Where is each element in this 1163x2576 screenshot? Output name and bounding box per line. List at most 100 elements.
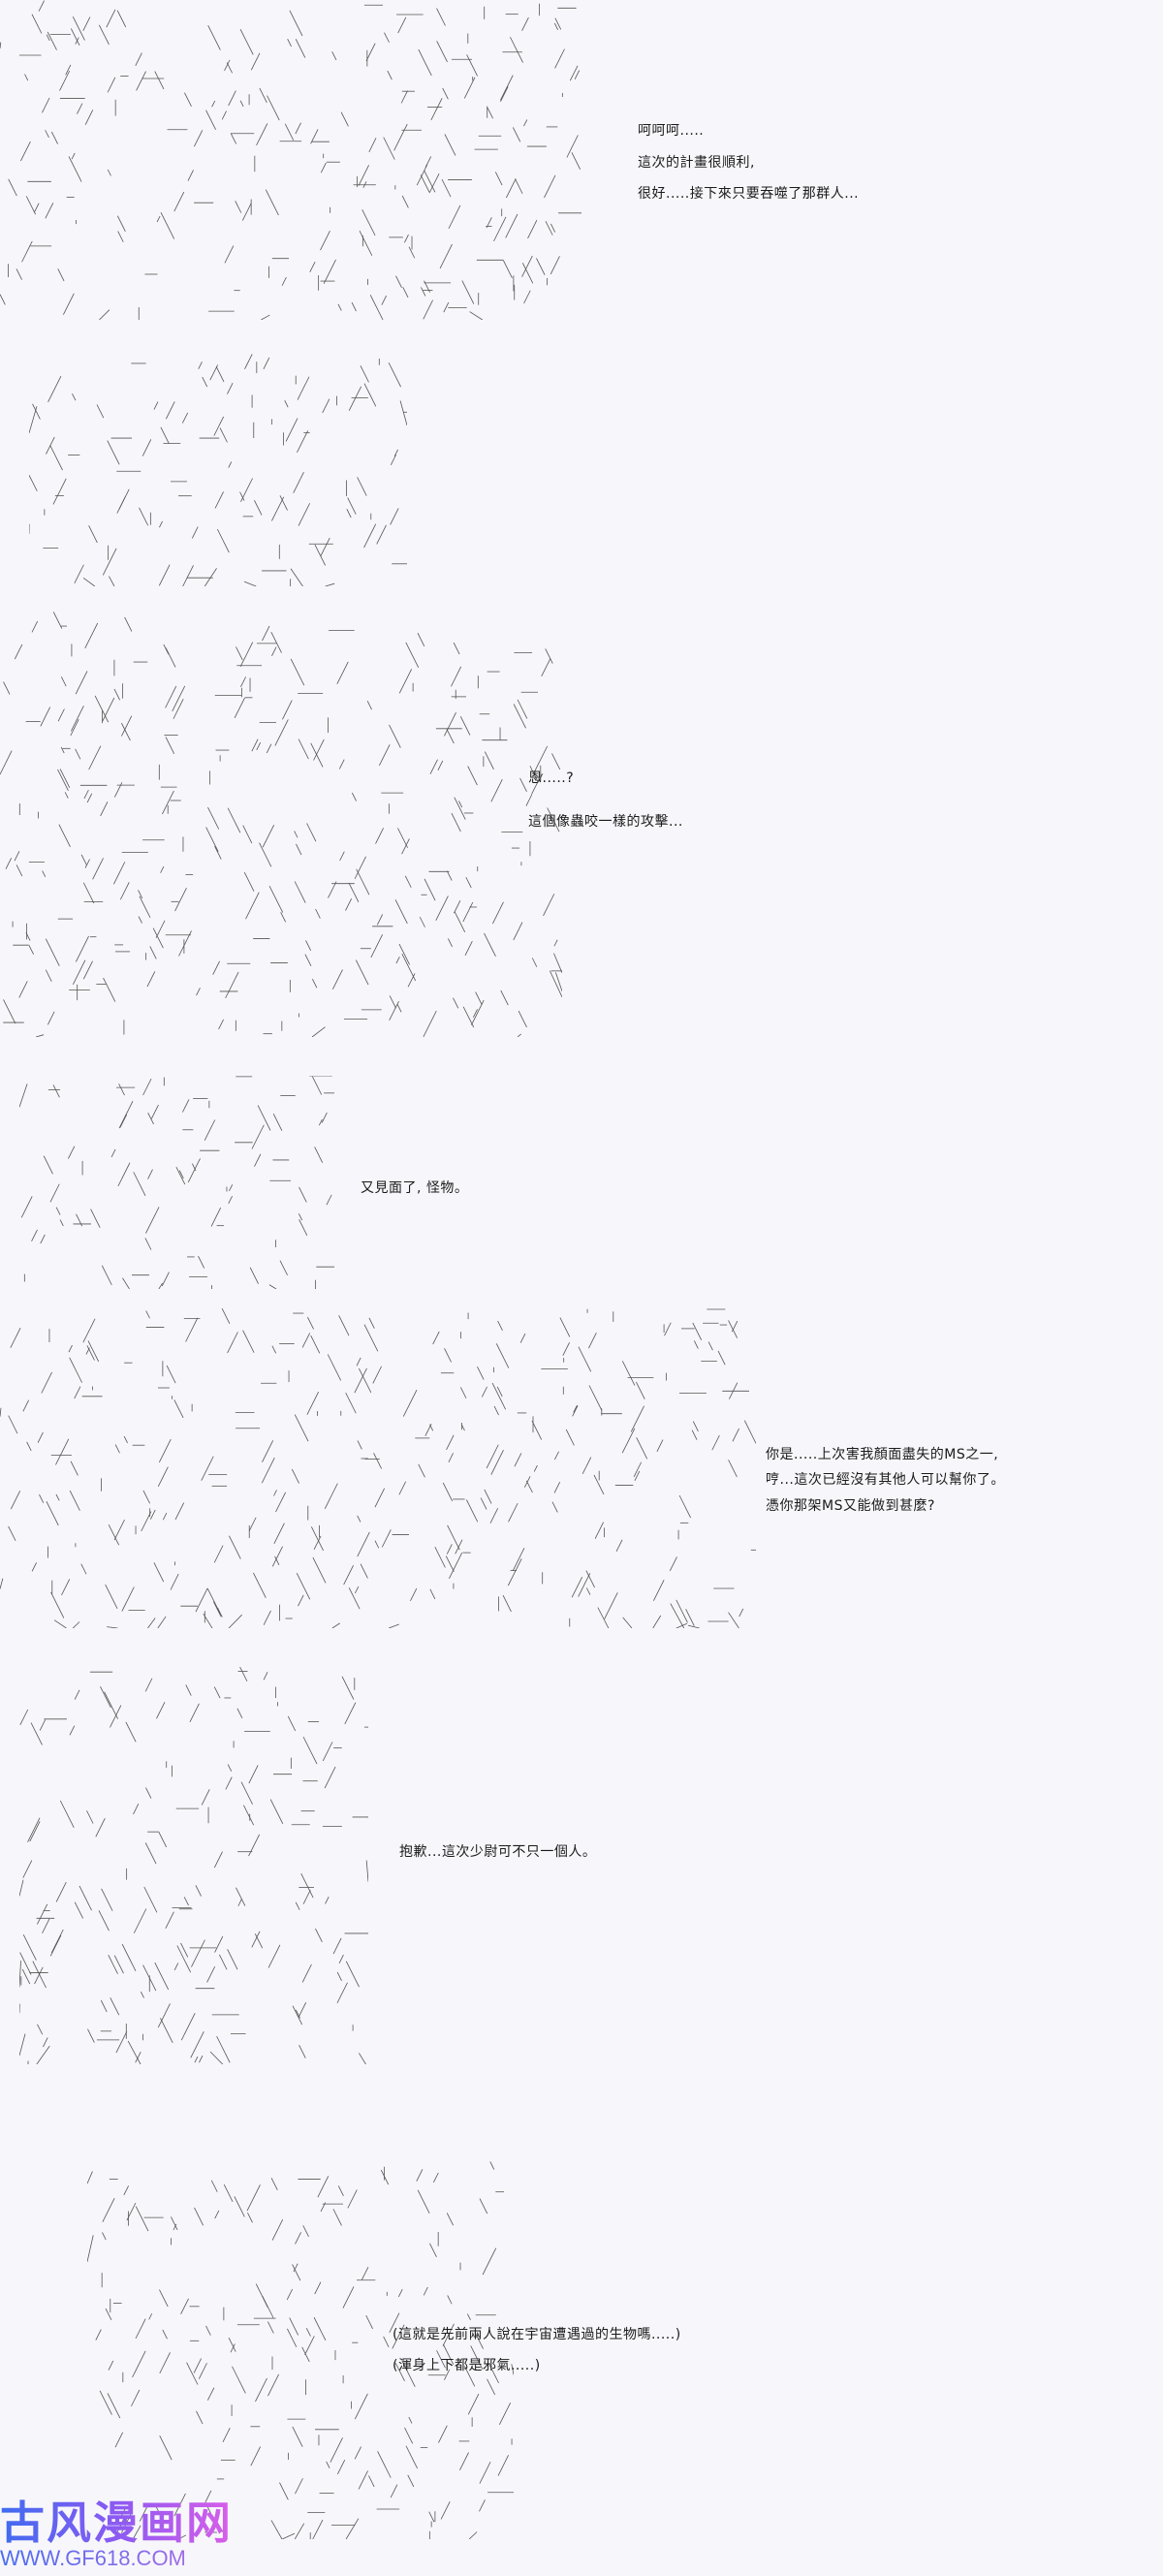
art-stroke — [378, 744, 391, 767]
art-stroke — [82, 1318, 96, 1343]
art-stroke — [429, 1588, 436, 1600]
art-stroke — [299, 1186, 307, 1203]
art-stroke — [65, 64, 72, 76]
art-stroke — [311, 1026, 326, 1037]
art-stroke — [519, 1333, 526, 1343]
ascii-art-pilot-face — [87, 2161, 514, 2539]
art-stroke — [68, 1146, 76, 1159]
art-stroke — [497, 1320, 503, 1331]
art-stroke — [459, 1387, 467, 1398]
art-stroke — [0, 750, 13, 775]
art-stroke — [192, 1163, 197, 1172]
art-stroke — [230, 2343, 236, 2353]
art-stroke — [354, 2446, 361, 2460]
art-stroke — [228, 90, 236, 107]
art-stroke — [515, 178, 523, 194]
art-stroke — [224, 59, 231, 72]
art-stroke — [428, 173, 440, 194]
art-stroke — [104, 1691, 118, 1719]
art-stroke — [8, 1525, 16, 1542]
art-stroke — [497, 2455, 509, 2476]
art-stroke — [439, 243, 453, 269]
art-stroke — [165, 647, 176, 668]
art-stroke — [430, 98, 443, 121]
art-stroke — [225, 1776, 233, 1790]
art-stroke — [57, 769, 69, 791]
art-stroke — [304, 2336, 315, 2356]
art-stroke — [366, 701, 372, 710]
dialogue-line: (這就是先前兩人說在宇宙遭遇過的生物嗎.....) — [393, 2327, 681, 2342]
art-stroke — [133, 1172, 146, 1196]
art-stroke — [37, 1431, 44, 1443]
art-stroke — [190, 2030, 204, 2058]
art-stroke — [554, 17, 562, 30]
art-stroke — [232, 2366, 246, 2394]
art-stroke — [664, 1322, 672, 1336]
art-stroke — [50, 1591, 65, 1618]
art-stroke — [311, 978, 318, 989]
art-stroke — [156, 215, 161, 223]
art-stroke — [5, 858, 13, 869]
art-stroke — [553, 22, 559, 30]
art-stroke — [469, 311, 483, 320]
art-stroke — [214, 2210, 220, 2219]
art-stroke — [440, 2501, 451, 2520]
art-stroke — [418, 48, 432, 77]
art-stroke — [187, 1158, 201, 1183]
art-stroke — [728, 1320, 739, 1338]
art-stroke — [325, 1897, 330, 1904]
art-stroke — [227, 1949, 238, 1970]
art-stroke — [126, 2202, 137, 2221]
art-stroke — [173, 698, 184, 719]
art-stroke — [296, 843, 302, 856]
art-stroke — [0, 42, 2, 49]
art-stroke — [107, 1626, 118, 1628]
art-stroke — [502, 1594, 512, 1613]
art-stroke — [194, 2056, 199, 2063]
art-stroke — [144, 1238, 152, 1250]
art-stroke — [244, 354, 253, 369]
art-stroke — [29, 475, 38, 491]
art-stroke — [176, 1945, 192, 1973]
art-stroke — [162, 790, 174, 815]
art-stroke — [98, 24, 110, 46]
art-stroke — [251, 1124, 265, 1149]
art-stroke — [99, 309, 110, 320]
ascii-art-monster-body — [0, 611, 562, 1037]
art-stroke — [154, 71, 165, 90]
art-stroke — [173, 191, 185, 212]
art-stroke — [49, 1934, 62, 1957]
art-stroke — [216, 528, 230, 553]
art-stroke — [47, 1011, 55, 1025]
art-stroke — [239, 1667, 248, 1681]
art-stroke — [553, 953, 562, 973]
art-stroke — [707, 1341, 713, 1351]
art-stroke — [390, 2484, 398, 2498]
art-stroke — [211, 100, 216, 108]
art-stroke — [390, 454, 396, 465]
art-stroke — [272, 1114, 283, 1131]
art-stroke — [207, 24, 221, 50]
art-stroke — [182, 565, 194, 586]
art-stroke — [398, 1481, 407, 1495]
art-stroke — [393, 123, 408, 151]
art-stroke — [345, 2518, 360, 2539]
art-stroke — [273, 1523, 285, 1544]
art-stroke — [363, 383, 377, 407]
art-stroke — [459, 716, 471, 736]
art-stroke — [477, 1367, 485, 1380]
art-stroke — [82, 882, 95, 904]
art-stroke — [263, 357, 270, 370]
art-stroke — [368, 138, 377, 152]
art-stroke — [711, 1434, 720, 1451]
art-stroke — [247, 2212, 253, 2223]
art-stroke — [28, 944, 34, 955]
art-stroke — [510, 37, 523, 63]
art-stroke — [261, 314, 270, 320]
art-stroke — [337, 2185, 344, 2196]
art-stroke — [448, 204, 461, 230]
art-stroke — [79, 1885, 92, 1911]
art-stroke — [84, 622, 99, 649]
art-stroke — [451, 666, 462, 687]
art-stroke — [525, 794, 533, 806]
